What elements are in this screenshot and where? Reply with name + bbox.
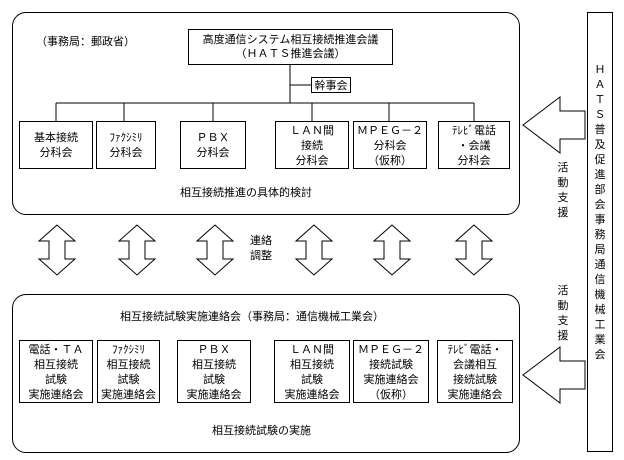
lower-caption: 相互接続試験の実施: [212, 424, 311, 437]
hats-council-box: 高度通信システム相互接続推進会議 （ＨＡＴＳ推進会議）: [188, 29, 393, 65]
activity-support-label-upper: 活動支援: [557, 161, 569, 219]
upper-secretariat-note: （事務局：郵政省）: [36, 35, 135, 48]
hats-diffusion-committee-label: ＨＡＴＳ普及促進部会 事務局 通信機械工業会: [594, 63, 617, 361]
committee-lan: ＬＡＮ間 相互接続 試験 実施連絡会: [274, 340, 350, 403]
committee-mpeg2: ＭＰＥＧ－２ 接続試験 実施連絡会 （仮称）: [353, 340, 429, 403]
subcommittee-facsimile: ﾌｧｸｼﾐﾘ 分科会: [96, 121, 156, 169]
committee-facsimile: ﾌｧｸｼﾐﾘ 相互接続 試験 実施連絡会: [97, 340, 160, 403]
subcommittee-basic-connection: 基本接続 分科会: [19, 121, 93, 169]
subcommittee-mpeg2: ＭＰＥＧ－２ 分科会 （仮称）: [353, 121, 427, 169]
left-arrow-icon: [522, 95, 586, 155]
subcommittee-lan: ＬＡＮ間 接続 分科会: [275, 121, 349, 169]
upper-caption: 相互接続推進の具体的検討: [180, 186, 312, 199]
committee-telephone-ta: 電話・ＴＡ 相互接続 試験 実施連絡会: [19, 340, 93, 403]
committee-pbx: ＰＢＸ 相互接続 試験 実施連絡会: [177, 340, 251, 403]
subcommittee-videophone: ﾃﾚﾋﾞ電話 ・会議 分科会: [438, 121, 510, 169]
hats-diffusion-committee-box: [587, 12, 613, 452]
interconnection-test-committee-panel: [12, 294, 520, 453]
activity-support-label-lower: 活動支援: [557, 284, 569, 342]
lower-panel-title: 相互接続試験実施連絡会（事務局：通信機械工業会）: [120, 310, 384, 323]
left-arrow-icon: [522, 345, 586, 405]
subcommittee-pbx: ＰＢＸ 分科会: [180, 121, 246, 169]
secretariat-box: 幹事会: [311, 77, 351, 93]
liaison-label: 連絡 調整: [250, 234, 272, 262]
committee-videophone: ﾃﾚﾋﾞ電話・ 会議相互 接続試験 実施連絡会: [437, 340, 513, 403]
